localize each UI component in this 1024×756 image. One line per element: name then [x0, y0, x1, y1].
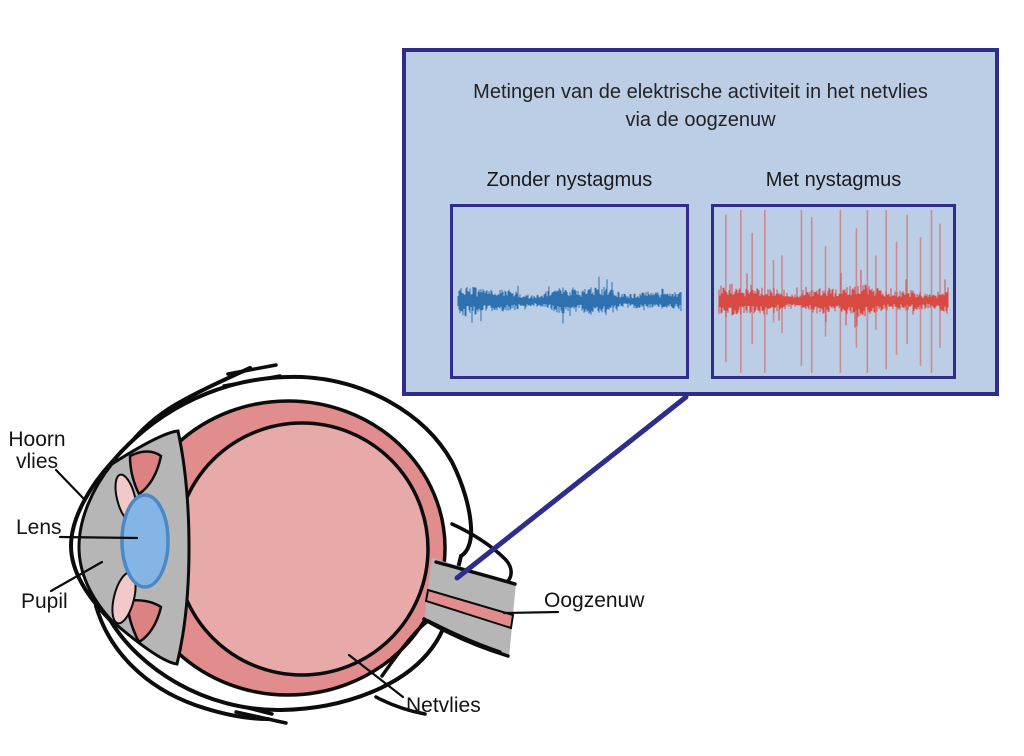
ciliary-body-top-shape [128, 450, 163, 496]
label-lens: Lens [16, 516, 62, 539]
panel-label-zonder-nystagmus: Zonder nystagmus [486, 169, 653, 191]
label-pupil: Pupil [21, 590, 68, 613]
lower-eyelid-arc [94, 604, 270, 721]
label-oogzenuw: Oogzenuw [544, 589, 645, 612]
nerve-sheath-lowest-curve [374, 695, 427, 716]
nerve-sheath-lower-curve [380, 618, 502, 678]
inset-connector-line [454, 394, 689, 581]
hoornvlies-leader-line [54, 468, 86, 501]
vitreous-shape [174, 421, 430, 677]
signal-panel-zonder-nystagmus [450, 204, 689, 379]
signal-plot-zonder-nystagmus [457, 276, 682, 324]
pupil-leader-line [49, 560, 104, 593]
lens-leader-line [58, 535, 139, 540]
inset-title-line1: Metingen van de elektrische activiteit i… [473, 81, 928, 103]
signal-plot-met-nystagmus [718, 210, 949, 373]
inset-title-line2: via de oogzenuw [625, 109, 776, 131]
ciliary-body-bottom-shape [125, 599, 163, 644]
oogzenuw-leader-line [502, 610, 560, 615]
signal-panel-met-nystagmus [711, 204, 956, 379]
inset-title: Metingen van de elektrische activiteit i… [406, 78, 995, 134]
nerve-sheath-hook [450, 522, 513, 583]
label-hoornvlies: Hoorn vlies [2, 429, 72, 473]
lens-shape [120, 493, 170, 589]
label-hoornvlies-line1: Hoorn [8, 428, 66, 451]
measurement-inset-box: Metingen van de elektrische activiteit i… [402, 48, 999, 396]
panel-label-met-nystagmus: Met nystagmus [765, 169, 902, 191]
label-netvlies: Netvlies [406, 694, 481, 717]
label-hoornvlies-line2: vlies [15, 450, 58, 473]
optic-nerve-fiber-stripe [424, 588, 515, 630]
netvlies-leader-line [347, 653, 405, 699]
